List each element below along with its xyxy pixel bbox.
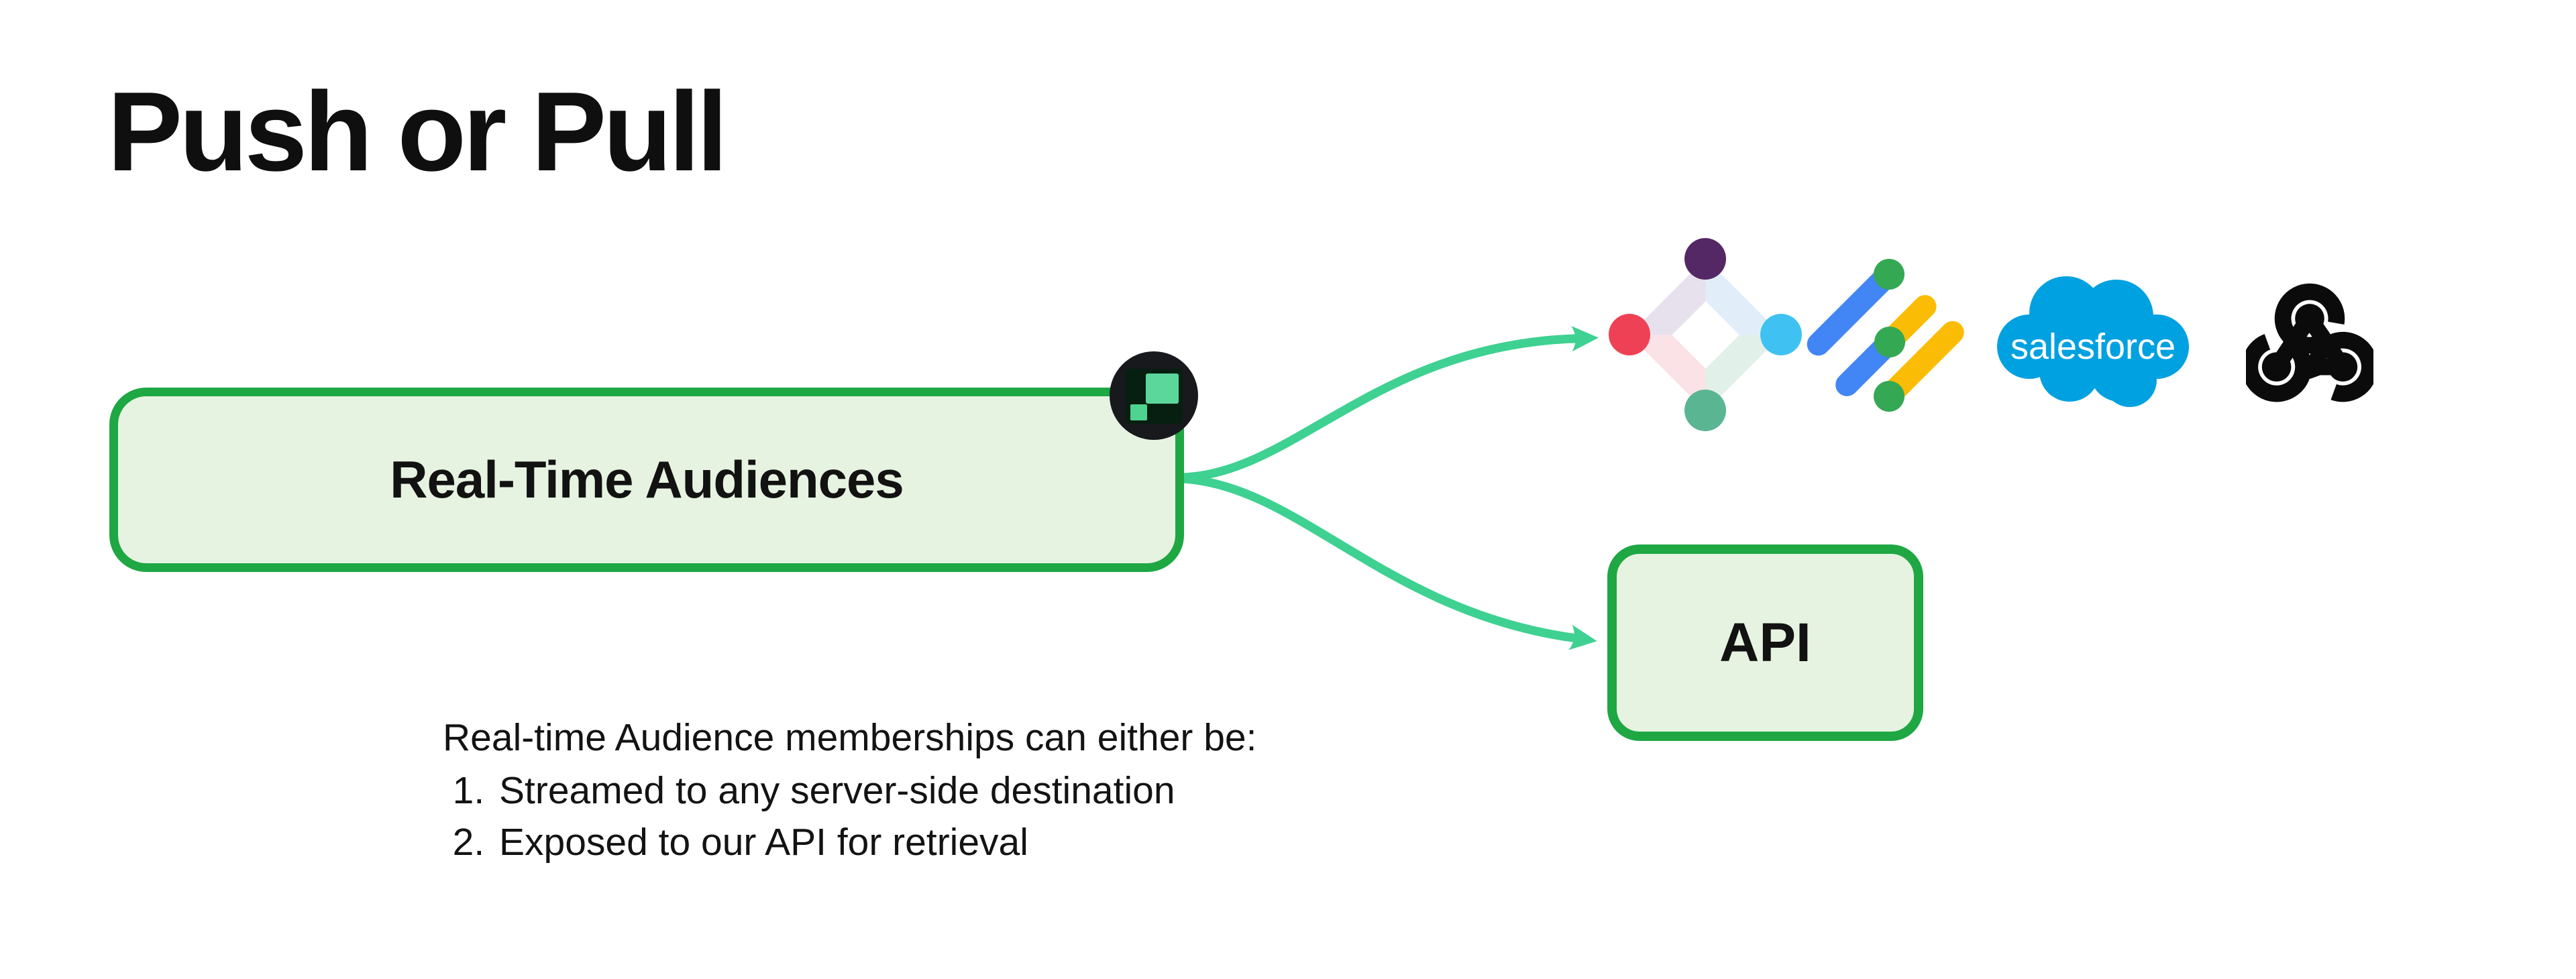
iterable-cyan-dot bbox=[1760, 314, 1802, 355]
gam-green-dot-top bbox=[1874, 259, 1904, 290]
salesforce-wordmark: salesforce bbox=[2010, 327, 2176, 367]
brand-badge bbox=[1110, 351, 1198, 440]
brand-icon-big-square bbox=[1146, 373, 1179, 404]
arrow-to-api bbox=[1178, 474, 1597, 650]
notes: Real-time Audience memberships can eithe… bbox=[443, 712, 1256, 868]
real-time-audiences-label: Real-Time Audiences bbox=[390, 450, 904, 509]
api-box: API bbox=[1607, 544, 1923, 741]
iterable-purple-dot bbox=[1684, 238, 1726, 280]
notes-item-2: Exposed to our API for retrieval bbox=[495, 817, 1256, 868]
api-label: API bbox=[1719, 612, 1811, 673]
iterable-teal-dot bbox=[1684, 390, 1726, 431]
two-green-squares-brand-icon bbox=[1126, 369, 1183, 424]
iterable-icon bbox=[1609, 238, 1802, 431]
brand-icon-small-square bbox=[1130, 404, 1147, 420]
google-ad-manager-icon bbox=[1798, 248, 1972, 422]
gam-green-dot-middle bbox=[1874, 327, 1905, 357]
iterable-red-dot bbox=[1609, 314, 1650, 355]
salesforce-icon: salesforce bbox=[1997, 276, 2189, 407]
real-time-audiences-box: Real-Time Audiences bbox=[109, 388, 1184, 572]
page-title: Push or Pull bbox=[107, 68, 728, 194]
iterable-diamond-ring bbox=[1629, 258, 1782, 412]
gam-green-dot-bottom bbox=[1874, 381, 1904, 412]
notes-list: Streamed to any server-side destination … bbox=[443, 765, 1256, 868]
webhook-icon bbox=[2246, 283, 2373, 402]
notes-intro: Real-time Audience memberships can eithe… bbox=[443, 716, 1257, 759]
arrow-to-destinations bbox=[1178, 326, 1599, 482]
notes-item-1: Streamed to any server-side destination bbox=[495, 765, 1256, 817]
